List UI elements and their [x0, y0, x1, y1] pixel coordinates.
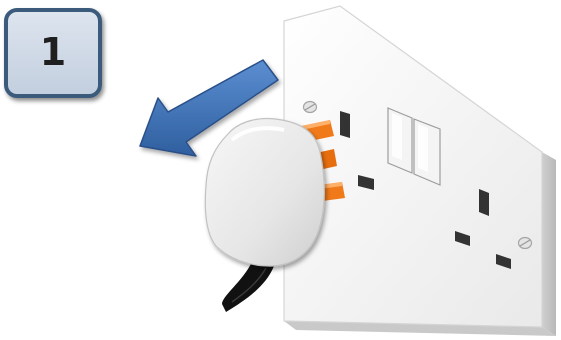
- wall-socket-icon: [284, 6, 556, 336]
- plug-icon: [205, 119, 324, 266]
- cable-icon: [222, 262, 274, 312]
